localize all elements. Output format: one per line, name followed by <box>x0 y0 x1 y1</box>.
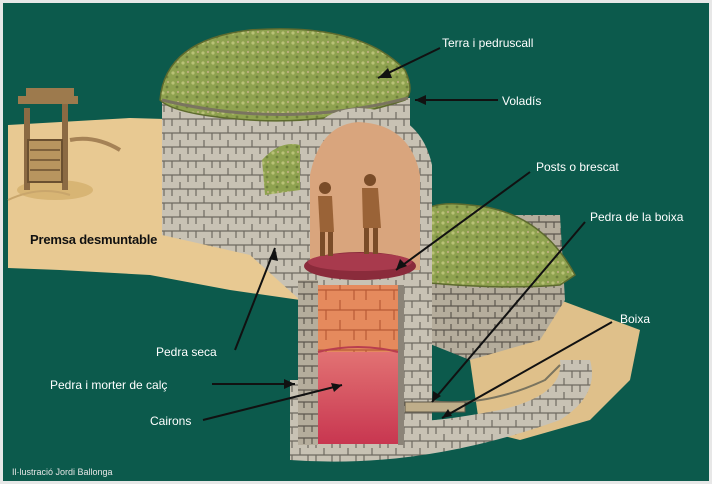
label-premsa-desmuntable: Premsa desmuntable <box>30 233 157 247</box>
illustration-credit: Il·lustració Jordi Ballonga <box>12 465 113 479</box>
label-pedra-morter: Pedra i morter de calç <box>50 378 167 392</box>
label-terra-pedruscall: Terra i pedruscall <box>442 36 533 50</box>
label-boixa: Boixa <box>620 312 650 326</box>
vat-wall-left <box>298 280 318 445</box>
label-cairons: Cairons <box>150 414 191 428</box>
vat-wine <box>318 352 398 444</box>
label-pedra-seca: Pedra seca <box>156 345 217 359</box>
label-pedra-boixa: Pedra de la boixa <box>590 210 683 224</box>
label-voladis: Voladís <box>502 94 541 108</box>
label-posts-brescat: Posts o brescat <box>536 160 619 174</box>
vat-brick-lining <box>318 285 398 355</box>
